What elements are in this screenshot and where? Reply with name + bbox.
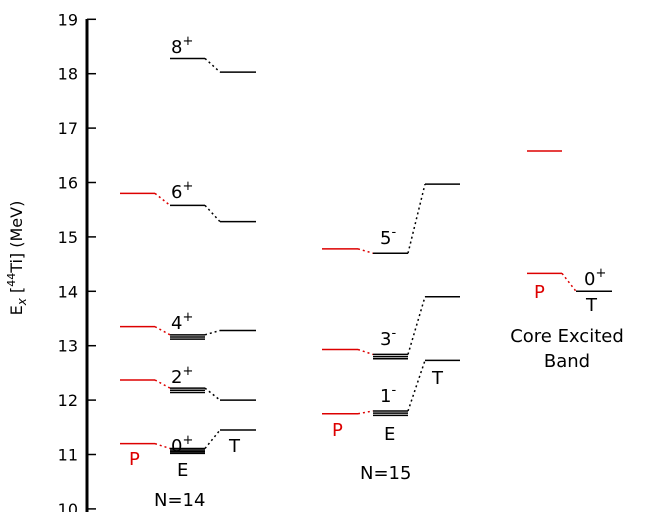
p-e-connector [154, 192, 171, 206]
group-n14: 0+ 2+ 4+ 6+ 8+ P E T N=14 [129, 34, 241, 511]
e-t-connector [407, 296, 426, 355]
spin-label-1minus: 1- [380, 383, 396, 407]
marker-e-n14: E [177, 460, 188, 481]
p-e-connector [357, 410, 374, 415]
core-label-line2: Band [544, 351, 590, 372]
e-t-connector [204, 57, 221, 73]
spin-label-6plus: 6+ [171, 179, 193, 203]
e-t-connector [204, 387, 221, 401]
level-lines [120, 57, 612, 455]
y-axis-ticks: 10 11 12 13 14 15 16 17 18 19 [58, 10, 96, 512]
spin-label-3minus: 3- [380, 326, 396, 350]
group-n15: 1- 3- 5- P E T N=15 [332, 225, 444, 484]
spin-label-4plus: 4+ [171, 310, 193, 334]
core-label-line1: Core Excited [510, 326, 624, 347]
group-label-n14: N=14 [154, 490, 205, 511]
y-tick-label: 19 [58, 10, 78, 29]
p-e-connector [154, 442, 171, 450]
y-tick-label: 16 [58, 174, 78, 193]
p-e-connector [154, 379, 171, 389]
y-tick-label: 12 [58, 391, 78, 410]
marker-p-core: P [534, 282, 545, 303]
spin-label-8plus: 8+ [171, 34, 193, 58]
spin-label-5minus: 5- [380, 225, 396, 249]
e-t-connector [407, 360, 426, 412]
spin-label-core-0plus: 0+ [584, 266, 606, 290]
marker-t-core: T [585, 295, 598, 316]
spin-label-2plus: 2+ [171, 364, 193, 388]
marker-p-n14: P [129, 449, 140, 470]
y-tick-label: 14 [58, 282, 78, 301]
marker-t-n14: T [228, 436, 241, 457]
e-t-connector [204, 329, 221, 336]
y-tick-label: 17 [58, 119, 78, 138]
y-tick-label: 18 [58, 65, 78, 84]
y-tick-label: 13 [58, 337, 78, 356]
y-tick-label: 15 [58, 228, 78, 247]
p-e-connector [357, 348, 374, 356]
marker-p-n15: P [332, 420, 343, 441]
e-t-connector [204, 204, 221, 223]
e-t-connector [407, 183, 426, 254]
y-tick-label: 10 [58, 500, 78, 512]
group-label-n15: N=15 [360, 463, 411, 484]
group-core: 0+ P T Core Excited Band [510, 266, 624, 372]
spin-label-0plus: 0+ [171, 433, 193, 457]
marker-t-n15: T [431, 368, 444, 389]
y-axis: 10 11 12 13 14 15 16 17 18 19 Ex [44Ti] (MeV) [5, 10, 96, 512]
p-t-connector [561, 272, 577, 292]
y-axis-label: Ex [44Ti] (MeV) [5, 201, 29, 316]
y-tick-label: 11 [58, 446, 78, 465]
p-e-connector [357, 248, 374, 254]
p-e-connector [154, 326, 171, 336]
e-t-connector [204, 429, 221, 449]
marker-e-n15: E [384, 424, 395, 445]
